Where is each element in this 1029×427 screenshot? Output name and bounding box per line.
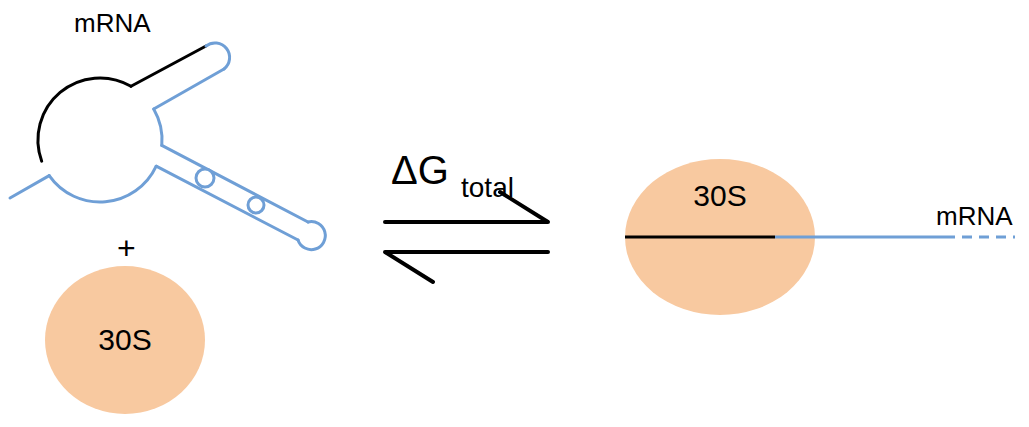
mrna-hairpin-strand — [154, 69, 224, 109]
plus-sign: + — [117, 232, 136, 264]
mrna-dashed-segment — [945, 236, 1015, 239]
mrna-hairpin-loop — [298, 222, 325, 250]
ribosome-shape — [45, 266, 205, 414]
ribosome-30s: 30S — [625, 159, 815, 315]
mrna-black-stem — [131, 46, 206, 86]
molecule-label: mRNA — [936, 203, 1013, 229]
mrna-hairpin-loop — [206, 43, 230, 69]
mrna-black-arc — [38, 78, 131, 161]
ribosome-label: 30S — [625, 181, 815, 211]
mrna-internal-loop — [248, 197, 264, 213]
mrna-hairpin-strand — [156, 166, 298, 240]
ribosome-30s: 30S — [45, 266, 205, 414]
mrna-internal-loop — [196, 169, 214, 187]
molecule-label: mRNA — [74, 10, 151, 36]
ribosome-shape — [625, 159, 815, 315]
reverse-harpoon — [385, 252, 548, 282]
mrna-tail — [10, 176, 49, 198]
energy-subscript: total — [461, 174, 514, 202]
ribosome-label: 30S — [45, 325, 205, 355]
mrna-blue-arc — [49, 166, 156, 202]
energy-symbol: ΔG — [391, 150, 449, 190]
mrna-hairpin-strand — [162, 145, 308, 222]
mrna-blue-arc — [154, 109, 162, 145]
